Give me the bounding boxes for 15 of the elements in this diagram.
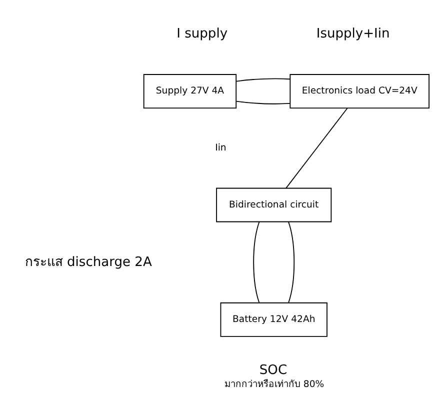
connector — [288, 221, 295, 303]
connector — [236, 78, 290, 82]
node-box: Battery 12V 42Ah — [220, 302, 328, 337]
label: Isupply+Iin — [316, 26, 390, 42]
connector — [236, 100, 290, 104]
label: กระแส discharge 2A — [24, 254, 152, 270]
label: I supply — [176, 26, 228, 42]
connector — [253, 221, 260, 303]
connector — [286, 108, 348, 189]
node-box: Supply 27V 4A — [143, 74, 237, 109]
node-label: มากกว่าหรือเท่ากับ 80% — [224, 378, 324, 390]
node-box: Bidirectional circuit — [216, 188, 332, 222]
node-label: SOC — [259, 362, 288, 378]
label: Iin — [215, 142, 226, 154]
node-box: Electronics load CV=24V — [290, 74, 430, 109]
